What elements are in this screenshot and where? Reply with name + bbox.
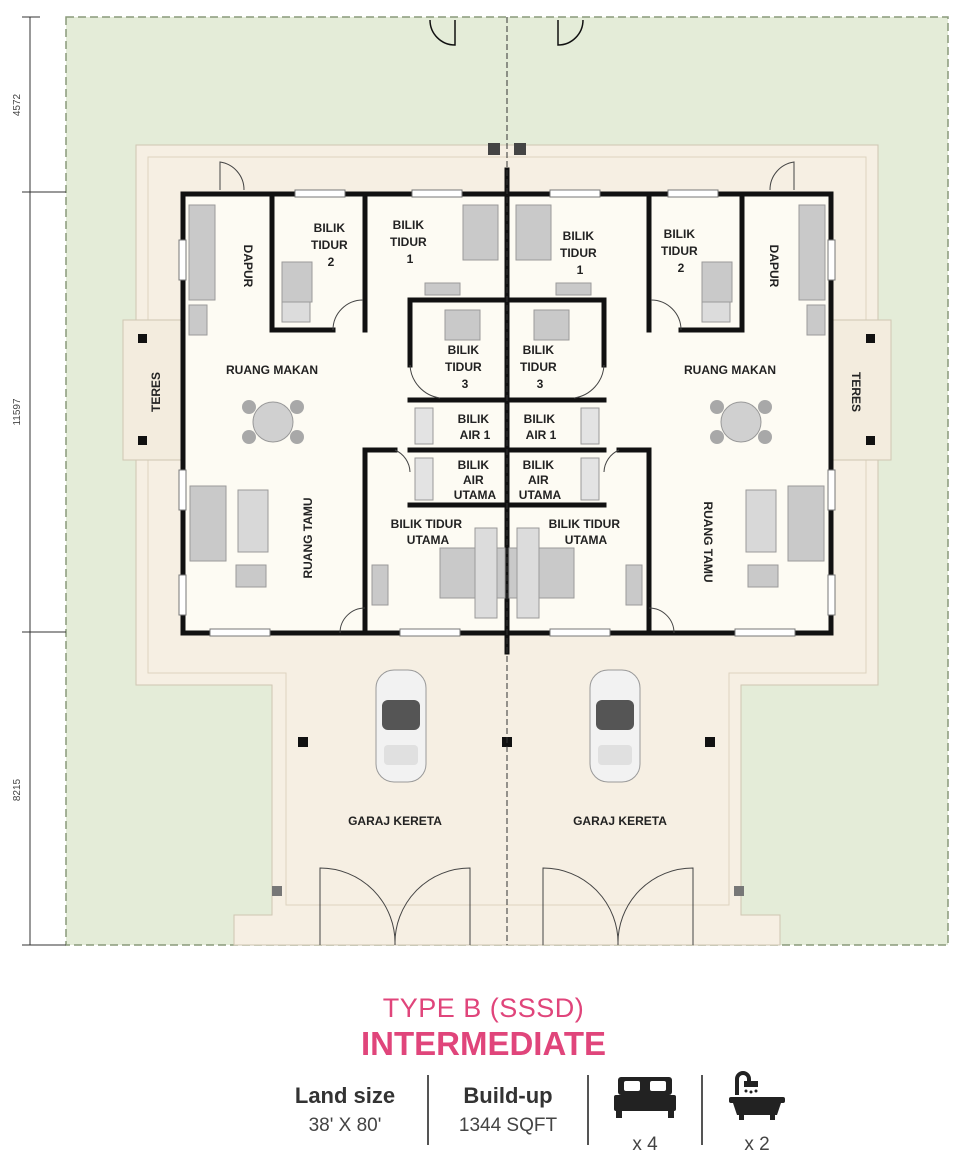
bathrooms: x 2 xyxy=(712,1071,802,1156)
label-dapur-right: DAPUR xyxy=(767,245,781,288)
label-bilik-air-1-left: BILIK AIR 1 xyxy=(458,412,493,442)
land-size: Land size 38' X 80' xyxy=(270,1083,420,1137)
label-garaj-right: GARAJ KERETA xyxy=(573,814,667,828)
label-bilik-tidur-2-right: BILIK TIDUR 2 xyxy=(661,227,701,275)
windows xyxy=(178,189,836,637)
divider xyxy=(427,1075,429,1145)
door-icon xyxy=(219,19,795,946)
label-garaj-left: GARAJ KERETA xyxy=(348,814,442,828)
bathtub-icon xyxy=(729,1071,785,1120)
dim-bottom: 8215 xyxy=(12,778,23,801)
car-icon xyxy=(375,669,641,783)
label-bilik-air-1-right: BILIK AIR 1 xyxy=(524,412,559,442)
land-size-value: 38' X 80' xyxy=(308,1115,382,1136)
bed-icon xyxy=(614,1077,676,1118)
pillars xyxy=(138,143,875,896)
label-bilik-tidur-utama-left: BILIK TIDUR UTAMA xyxy=(391,517,466,547)
dining-table-icon xyxy=(242,400,772,444)
bathrooms-count: x 2 xyxy=(744,1134,770,1155)
furniture xyxy=(188,204,826,619)
label-bilik-tidur-1-left: BILIK TIDUR 1 xyxy=(390,218,430,266)
dimension-line xyxy=(22,16,66,946)
divider xyxy=(587,1075,589,1145)
label-teres-left: TERES xyxy=(149,372,163,412)
dim-middle: 11597 xyxy=(12,398,23,426)
type-title: TYPE B (SSSD) xyxy=(382,993,585,1023)
label-bilik-tidur-utama-right: BILIK TIDUR UTAMA xyxy=(549,517,624,547)
bedrooms: x 4 xyxy=(600,1075,690,1156)
teres-pad-right xyxy=(828,319,892,461)
label-teres-right: TERES xyxy=(849,372,863,412)
label-ruang-makan-right: RUANG MAKAN xyxy=(684,363,776,377)
buildup-value: 1344 SQFT xyxy=(458,1115,558,1136)
bedrooms-count: x 4 xyxy=(632,1134,658,1155)
divider xyxy=(701,1075,703,1145)
floor-plan: 4572 11597 8215 xyxy=(12,16,949,946)
label-bilik-tidur-1-right: BILIK TIDUR 1 xyxy=(560,229,600,277)
label-ruang-makan-left: RUANG MAKAN xyxy=(226,363,318,377)
dim-top: 4572 xyxy=(12,93,23,116)
label-bilik-tidur-3-right: BILIK TIDUR 3 xyxy=(520,343,560,391)
label-bilik-air-utama-right: BILIK AIR UTAMA xyxy=(519,458,562,502)
build-up: Build-up 1344 SQFT xyxy=(433,1083,583,1137)
label-bilik-tidur-3-left: BILIK TIDUR 3 xyxy=(445,343,485,391)
label-dapur-left: DAPUR xyxy=(241,245,255,288)
label-ruang-tamu-right: RUANG TAMU xyxy=(701,501,715,582)
label-ruang-tamu-left: RUANG TAMU xyxy=(301,497,315,578)
label-bilik-tidur-2-left: BILIK TIDUR 2 xyxy=(311,221,351,269)
land-size-label: Land size xyxy=(294,1083,396,1108)
variant-title: INTERMEDIATE xyxy=(360,1025,607,1062)
buildup-label: Build-up xyxy=(463,1083,553,1108)
label-bilik-air-utama-left: BILIK AIR UTAMA xyxy=(454,458,497,502)
